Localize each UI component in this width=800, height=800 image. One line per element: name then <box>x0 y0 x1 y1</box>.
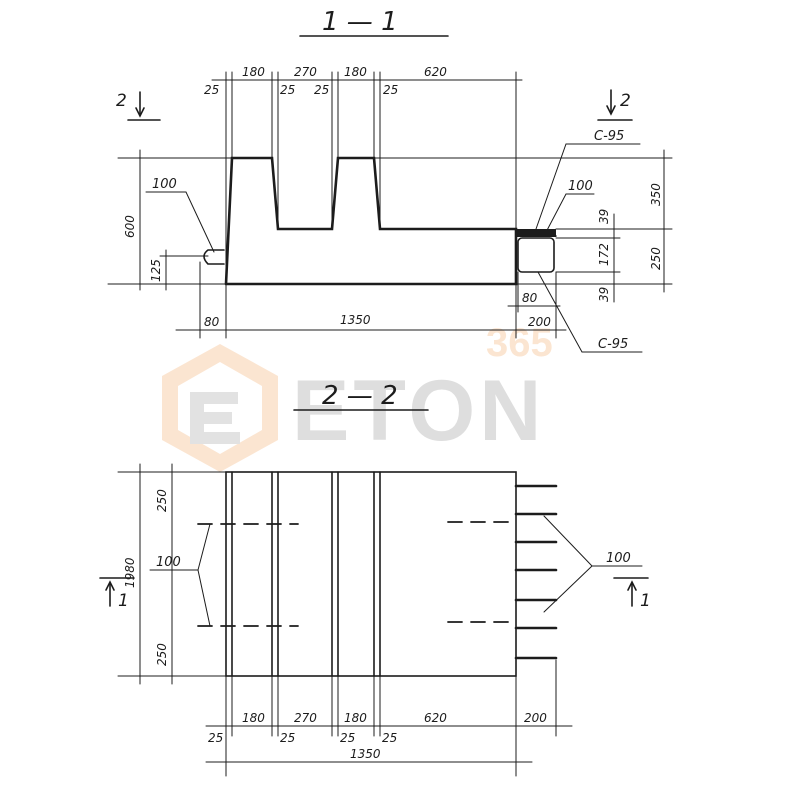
callout-100-left-plan-leader-b <box>197 569 211 627</box>
embedded-plate-c95 <box>516 229 556 237</box>
dim-250-top: 250 <box>155 489 169 512</box>
dim-350: 350 <box>649 183 663 206</box>
watermark-number: 365 <box>486 321 553 365</box>
watermark-word: ETON <box>292 363 545 459</box>
callout-100-left-plan: 100 <box>156 555 181 570</box>
callout-100-left: 100 <box>152 177 177 192</box>
dim-200: 200 <box>528 315 551 329</box>
watermark-logo-inner <box>178 362 262 454</box>
plan-dim-270: 270 <box>294 711 317 725</box>
plan-dim-200: 200 <box>524 711 547 725</box>
plan-bottom-extensions <box>205 659 573 777</box>
dim-top-270: 270 <box>294 65 317 79</box>
plan-dim-180-a: 180 <box>242 711 265 725</box>
dim-top-25-b: 25 <box>280 83 295 97</box>
groove-right <box>517 237 555 273</box>
watermark-logo-hexagon <box>162 344 278 472</box>
cut-mark-2-left-arrowhead <box>135 107 145 118</box>
cut-mark-2-right-arrowhead <box>606 105 616 116</box>
plan-dim-25-d: 25 <box>382 731 397 745</box>
cut-mark-1-right: 1 <box>640 591 651 611</box>
plate-ticks <box>514 484 558 660</box>
dim-top-25-a: 25 <box>204 83 219 97</box>
dim-80-right: 80 <box>522 291 538 305</box>
plan-dim-1350: 1350 <box>350 747 381 761</box>
dim-top-180-a: 180 <box>242 65 265 79</box>
dim-172: 172 <box>597 243 611 266</box>
callout-c95-bottom-leader <box>537 271 643 353</box>
dim-39-top: 39 <box>597 209 611 224</box>
dim-top-620: 620 <box>424 65 447 79</box>
callout-c95-bottom: С-95 <box>598 337 628 352</box>
dim-top-25-c: 25 <box>314 83 329 97</box>
callout-100-right-leader <box>543 193 595 237</box>
watermark: 365 ETON <box>162 321 553 472</box>
callout-c95-top: С-95 <box>594 129 624 144</box>
dim-1980: 1980 <box>123 557 137 588</box>
plan-dim-25-a: 25 <box>208 731 223 745</box>
rib-lines <box>231 471 381 677</box>
callout-100-right-plan: 100 <box>606 551 631 566</box>
section-1-1: 1 — 1 2 2 25 180 25 <box>107 7 673 353</box>
plan-dim-180-b: 180 <box>344 711 367 725</box>
dim-600: 600 <box>123 215 137 238</box>
cut-mark-1-right-arrowhead <box>627 580 637 591</box>
plan-dim-25-c: 25 <box>340 731 355 745</box>
section-2-2: 2 — 2 198 <box>99 381 651 777</box>
dim-39-bottom: 39 <box>597 287 611 302</box>
slab-plan-outline <box>225 471 517 677</box>
cut-mark-1-left: 1 <box>118 591 129 611</box>
slab-profile <box>224 156 518 286</box>
callout-100-right: 100 <box>568 179 593 194</box>
dim-250: 250 <box>649 247 663 270</box>
cut-mark-1-left-arrowhead <box>105 580 115 591</box>
dim-250-bottom: 250 <box>155 643 169 666</box>
cut-mark-2-right: 2 <box>620 91 631 111</box>
section-1-title: 1 — 1 <box>322 7 398 37</box>
dim-125: 125 <box>149 259 163 282</box>
callout-100-left-leader <box>145 191 215 253</box>
plan-dim-620: 620 <box>424 711 447 725</box>
dim-top-25-d: 25 <box>383 83 398 97</box>
cut-mark-2-left: 2 <box>116 91 127 111</box>
callout-100-right-plan-leader-b <box>543 565 593 613</box>
plan-dim-25-b: 25 <box>280 731 295 745</box>
watermark-logo-mark <box>190 392 240 444</box>
callout-c95-top-leader <box>535 143 641 230</box>
dim-80: 80 <box>204 315 220 329</box>
dim-top-180-b: 180 <box>344 65 367 79</box>
dim-1350: 1350 <box>340 313 371 327</box>
top-dim-extensions <box>211 71 523 285</box>
section-2-title: 2 — 2 <box>322 381 398 411</box>
